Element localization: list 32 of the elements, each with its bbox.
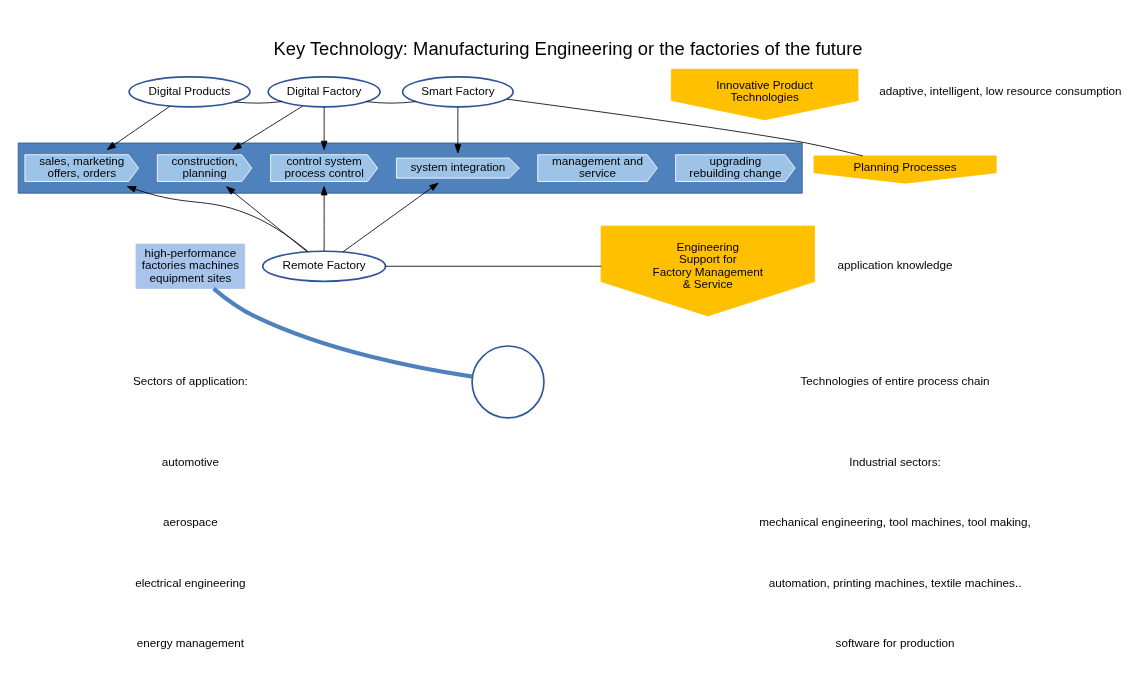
label: Technologies of entire process chain [800,373,990,387]
arrow [232,104,304,150]
connector [385,265,602,267]
label: application knowledge [837,257,953,271]
label: adaptive, intelligent, low resource consumption [879,83,1122,97]
connector [212,286,473,379]
node-circle [471,344,545,419]
connector [506,98,864,156]
label: electrical engineering [135,575,246,589]
label: automotive [161,454,219,468]
connector [234,100,282,104]
arrow [320,106,328,150]
label: software for production [835,635,955,649]
arrow [126,185,309,252]
arrow [226,185,308,252]
node-ellipse: Remote Factory [261,249,387,282]
label: aerospace [163,514,218,528]
label: mechanical engineering, tool machines, tool making, [759,514,1031,528]
arrow [106,105,171,150]
label: automation, printing machines, textile machines.. [768,575,1022,589]
connector [366,100,416,104]
label: energy management [136,635,244,649]
arrow [342,182,439,252]
diagram-title: Key Technology: Manufacturing Engineering or the factories of the future [273,37,863,59]
node-ellipse: Smart Factory [401,75,514,108]
arrow [320,185,328,251]
label: Industrial sectors: [849,454,941,468]
node-ellipse: Digital Products [128,75,251,108]
node-ellipse: Digital Factory [267,75,381,108]
node-box: high-performance factories machines equipment sites [135,243,246,289]
arrow [454,106,462,153]
label: Sectors of application: [132,373,248,387]
